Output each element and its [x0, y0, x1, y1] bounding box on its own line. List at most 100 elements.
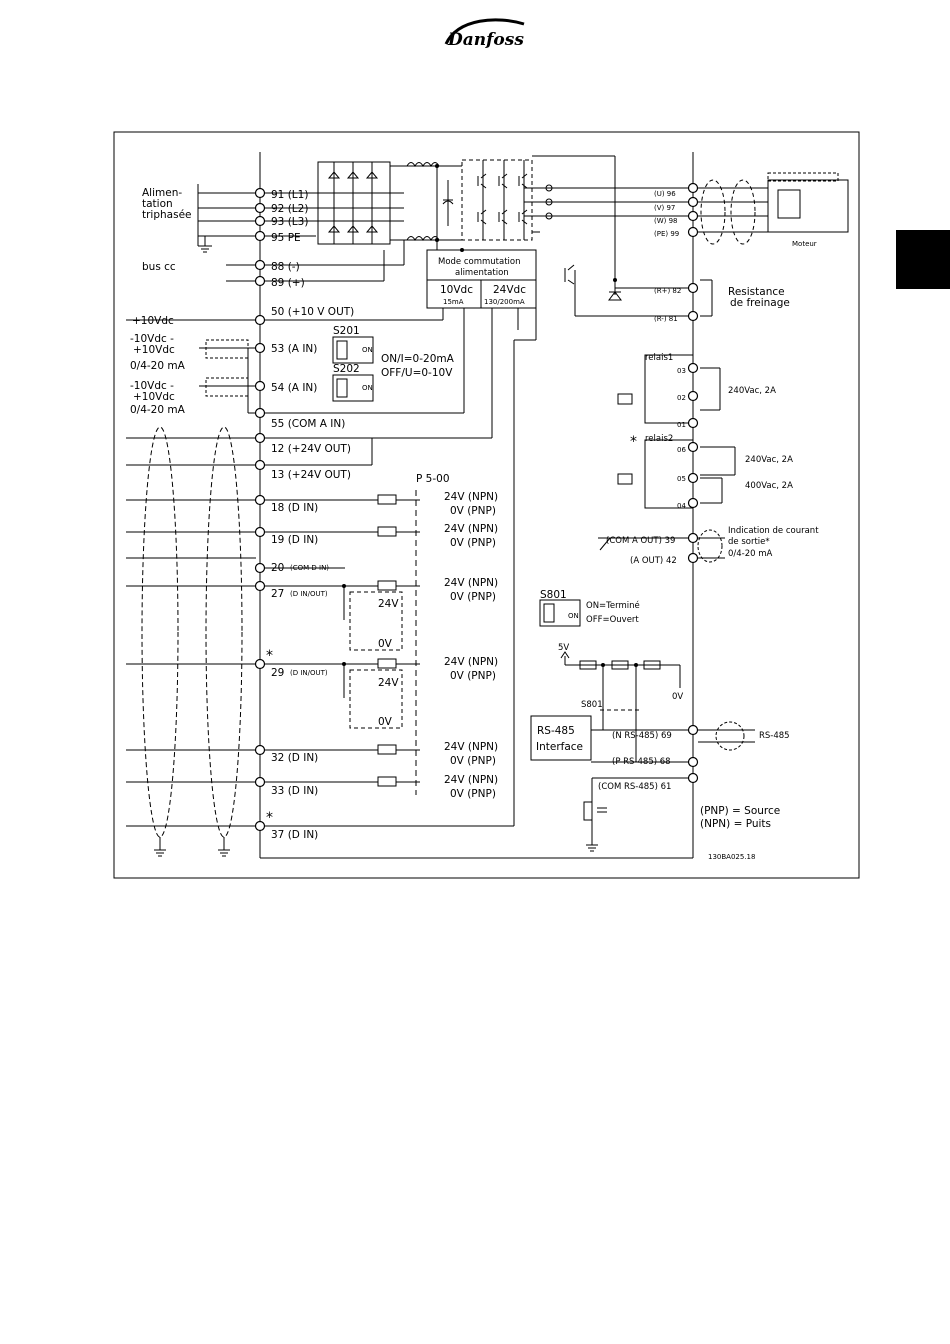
s202-label: S202 [333, 363, 360, 375]
terminal-20-label: (COM D IN) [290, 564, 329, 572]
terminal-99: (PE) 99 [654, 230, 679, 238]
star-29: * [266, 648, 273, 664]
terminal-02: 02 [677, 394, 686, 402]
terminal-32: 32 (D IN) [271, 752, 318, 764]
terminal-12: 12 (+24V OUT) [271, 443, 351, 455]
terminal-55: 55 (COM A IN) [271, 418, 345, 430]
on-i-label: ON/I=0-20mA [381, 353, 455, 365]
terminal-06: 06 [677, 446, 686, 454]
terminal-27: 27 [271, 588, 284, 600]
terminal-97: (V) 97 [654, 204, 675, 212]
terminal-61: (COM RS-485) 61 [598, 782, 671, 792]
terminal-01: 01 [677, 421, 686, 429]
on-term-label: ON=Terminé [586, 600, 640, 611]
rs485-label-1: RS-485 [537, 725, 575, 737]
din33-pnp: 0V (PNP) [450, 788, 496, 800]
5v-label: 5V [558, 643, 569, 653]
terminal-68: (P RS-485) 68 [612, 757, 671, 767]
terminal-82: (R+) 82 [654, 287, 681, 295]
supply-label-3: triphasée [142, 209, 192, 221]
s801b-label: S801 [581, 700, 603, 710]
relais1-rating: 240Vac, 2A [728, 386, 776, 396]
smps-130ma: 130/200mA [484, 298, 525, 306]
pnp-label: (PNP) = Source [700, 805, 780, 817]
dio27-0v: 0V [378, 638, 393, 650]
relais2-label: relais2 [645, 434, 673, 444]
din18-pnp: 0V (PNP) [450, 505, 496, 517]
terminal-54: 54 (A IN) [271, 382, 317, 394]
supply-label-1: Alimen- [142, 187, 182, 199]
supply-label-2: tation [142, 198, 173, 210]
dio27-24v: 24V [378, 598, 399, 610]
star-37: * [266, 810, 273, 826]
ind-label-3: 0/4-20 mA [728, 549, 773, 559]
ain1-label-3: 0/4-20 mA [130, 360, 186, 372]
terminal-05: 05 [677, 475, 686, 483]
terminal-42: (A OUT) 42 [630, 556, 677, 566]
s201-on: ON [362, 346, 373, 354]
drawing-code: 130BA025.18 [708, 853, 755, 861]
terminal-95: 95 PE [271, 232, 301, 244]
ain2-label-1: -10Vdc - [130, 380, 174, 392]
ain2-label-3: 0/4-20 mA [130, 404, 186, 416]
terminal-39: (COM A OUT) 39 [606, 536, 675, 546]
s201-label: S201 [333, 325, 360, 337]
terminal-04: 04 [677, 502, 686, 510]
ain1-label-2: +10Vdc [133, 344, 175, 356]
terminal-81: (R-) 81 [654, 315, 678, 323]
terminal-93: 93 (L3) [271, 216, 308, 228]
terminal-88: 88 (-) [271, 261, 300, 273]
terminal-20: 20 [271, 562, 284, 574]
motor-label: Moteur [792, 240, 817, 248]
smps-24vdc: 24Vdc [493, 284, 526, 296]
terminal-29-label: (D IN/OUT) [290, 669, 328, 677]
v10-label: +10Vdc [132, 315, 174, 327]
terminal-13: 13 (+24V OUT) [271, 469, 351, 481]
terminal-69: (N RS-485) 69 [612, 731, 672, 741]
relais1-label: relais1 [645, 353, 673, 363]
smps-title-2: alimentation [455, 268, 509, 278]
ind-label-2: de sortie* [728, 537, 770, 547]
section-tab [896, 230, 950, 289]
smps-10vdc: 10Vdc [440, 284, 473, 296]
terminal-19: 19 (D IN) [271, 534, 318, 546]
danfoss-logo: Danfoss [444, 18, 525, 50]
din29-npn: 24V (NPN) [444, 656, 498, 668]
terminal-89: 89 (+) [271, 277, 305, 289]
din33-npn: 24V (NPN) [444, 774, 498, 786]
relais2-rating-2: 400Vac, 2A [745, 481, 793, 491]
din19-pnp: 0V (PNP) [450, 537, 496, 549]
terminal-91: 91 (L1) [271, 189, 308, 201]
bus-label: bus cc [142, 261, 176, 273]
dio29-24v: 24V [378, 677, 399, 689]
terminal-92: 92 (L2) [271, 203, 308, 215]
npn-label: (NPN) = Puits [700, 818, 771, 830]
s202-on: ON [362, 384, 373, 392]
ind-label-1: Indication de courant [728, 526, 819, 536]
terminal-98: (W) 98 [654, 217, 678, 225]
din18-npn: 24V (NPN) [444, 491, 498, 503]
terminal-18: 18 (D IN) [271, 502, 318, 514]
din19-npn: 24V (NPN) [444, 523, 498, 535]
logo-text: Danfoss [447, 30, 524, 50]
rs485-out-label: RS-485 [759, 731, 790, 741]
relais2-rating-1: 240Vac, 2A [745, 455, 793, 465]
off-open-label: OFF=Ouvert [586, 615, 639, 625]
terminal-03: 03 [677, 367, 686, 375]
smps-title-1: Mode commutation [438, 257, 521, 267]
ain1-label-1: -10Vdc - [130, 333, 174, 345]
resist-label-2: de freinage [730, 297, 790, 309]
s801-on: ON [568, 612, 579, 620]
terminal-96: (U) 96 [654, 190, 676, 198]
terminal-29: 29 [271, 667, 284, 679]
smps-15ma: 15mA [443, 298, 464, 306]
din29-pnp: 0V (PNP) [450, 670, 496, 682]
terminal-37: 37 (D IN) [271, 829, 318, 841]
terminal-53: 53 (A IN) [271, 343, 317, 355]
din32-pnp: 0V (PNP) [450, 755, 496, 767]
dio29-0v: 0V [378, 716, 393, 728]
off-u-label: OFF/U=0-10V [381, 367, 453, 379]
p500-label: P 5-00 [416, 473, 450, 485]
rs485-label-2: Interface [536, 741, 583, 753]
